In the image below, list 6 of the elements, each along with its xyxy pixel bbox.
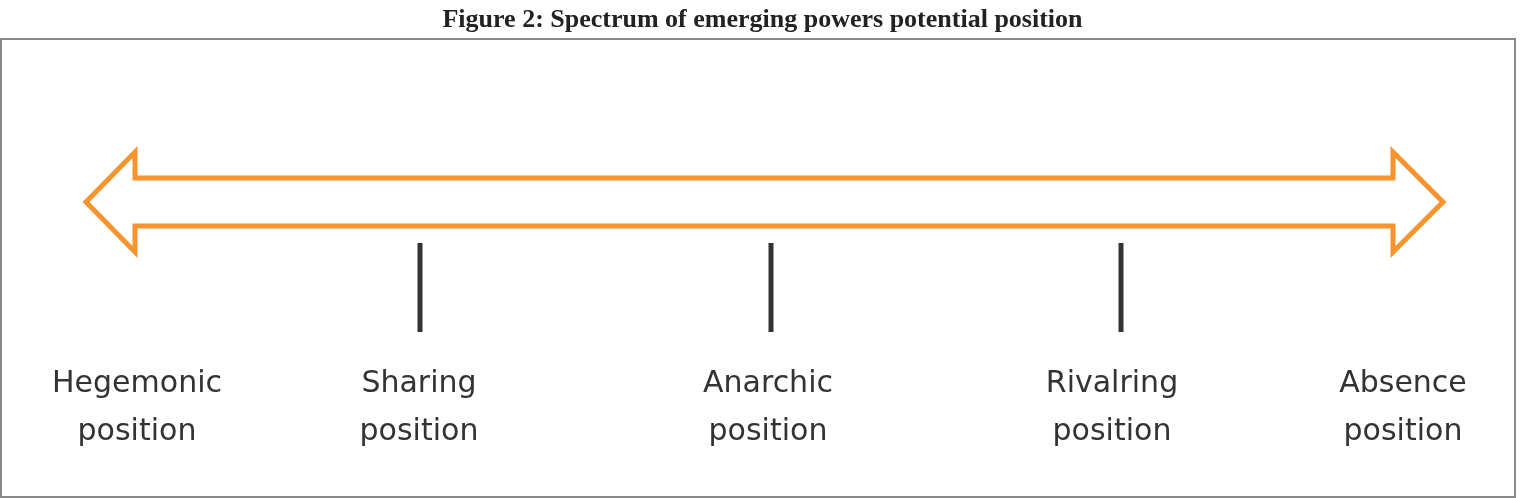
position-label: Absence position bbox=[1338, 363, 1468, 449]
position-label: Sharing position bbox=[358, 363, 480, 449]
figure-title: Figure 2: Spectrum of emerging powers potential position bbox=[441, 4, 1084, 34]
position-label: Rivalring position bbox=[1044, 363, 1180, 449]
position-label: Anarchic position bbox=[702, 363, 834, 449]
position-label: Hegemonic position bbox=[51, 363, 223, 449]
